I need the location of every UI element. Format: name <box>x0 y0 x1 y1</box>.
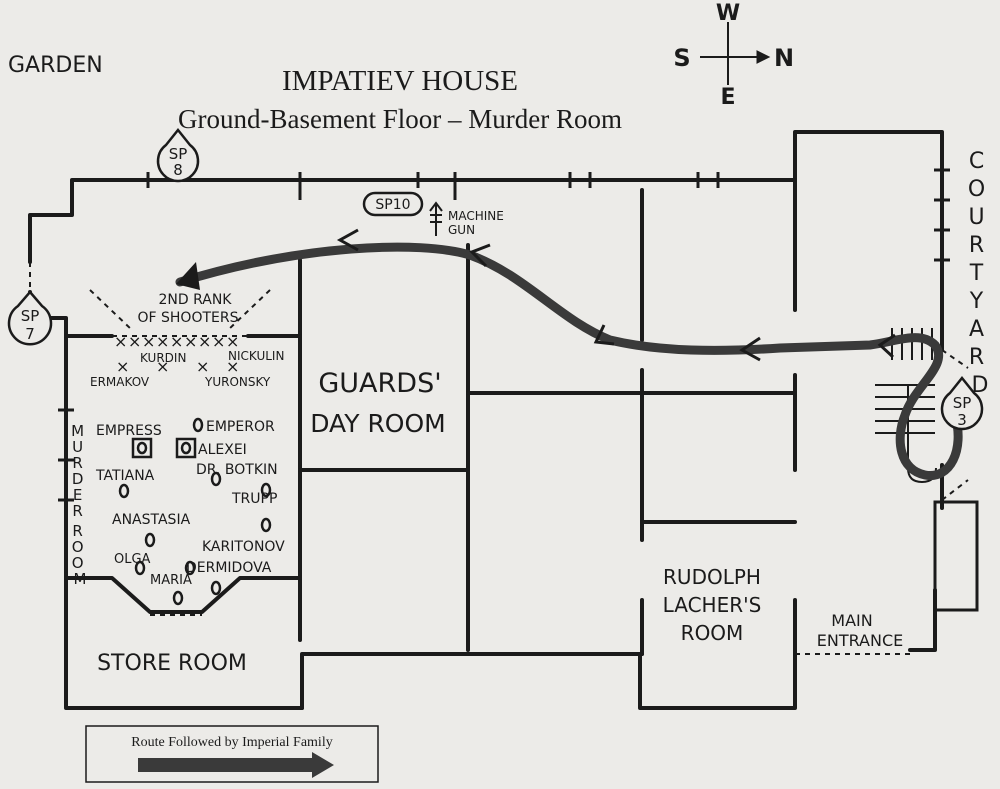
shooter-name: ERMAKOV <box>90 375 150 389</box>
murder-room-letter: R <box>72 502 82 520</box>
victim-name: ANASTASIA <box>112 512 191 528</box>
victim-name: DR. BOTKIN <box>196 462 278 478</box>
murder-room-letter: U <box>72 438 83 456</box>
sp3-line2: 3 <box>957 411 967 429</box>
sp7-marker: SP 7 <box>7 290 53 346</box>
garden-label: GARDEN <box>8 53 103 78</box>
page-title: IMPATIEV HOUSE <box>282 65 518 97</box>
courtyard-letter: U <box>968 205 984 230</box>
shooter-name: NICKULIN <box>228 349 284 363</box>
victim-name: TRUPP <box>231 491 277 507</box>
compass-west: W <box>716 1 740 26</box>
victim-name: KARITONOV <box>202 539 285 555</box>
svg-text:×: × <box>156 332 169 351</box>
interior-walls <box>64 178 969 656</box>
route-arrow-icon <box>176 262 200 290</box>
murder-room-letter: M <box>71 422 84 440</box>
courtyard-letter: R <box>969 345 984 370</box>
wall-ticks <box>58 168 950 502</box>
murder-room-letter: R <box>72 522 82 540</box>
courtyard-letter: C <box>969 149 984 174</box>
svg-text:×: × <box>128 332 141 351</box>
courtyard-letter: R <box>969 233 984 258</box>
svg-text:×: × <box>170 332 183 351</box>
svg-text:×: × <box>114 332 127 351</box>
legend-arrow-icon <box>138 752 334 778</box>
shooter-marks: ××× ××× ××× ×××× <box>114 332 239 376</box>
murder-room-label: M U R D E R R O O M <box>71 422 89 588</box>
courtyard-letter: A <box>969 317 984 342</box>
victim-name: EMPRESS <box>96 423 162 439</box>
victim-name: ALEXEI <box>198 442 247 458</box>
courtyard-letter: D <box>972 373 989 398</box>
courtyard-letter: O <box>968 177 985 202</box>
sp7-line2: 7 <box>25 325 35 343</box>
lacher-room-label-3: ROOM <box>681 621 744 645</box>
svg-text:×: × <box>198 332 211 351</box>
sp3-line1: SP <box>953 394 972 412</box>
svg-text:×: × <box>196 357 209 376</box>
legend-text: Route Followed by Imperial Family <box>131 735 332 750</box>
victim-name: TATIANA <box>95 468 155 484</box>
sp8-marker: SP 8 <box>156 127 200 183</box>
victim-name: MARIA <box>150 573 192 588</box>
guards-room-label-2: DAY ROOM <box>310 409 446 438</box>
courtyard-letter: Y <box>969 289 984 314</box>
svg-text:×: × <box>226 357 239 376</box>
sp8-line2: 8 <box>173 161 183 179</box>
shooter-name: KURDIN <box>140 351 186 365</box>
victim-name: OLGA <box>114 552 151 567</box>
legend: Route Followed by Imperial Family <box>85 725 379 783</box>
sp10-marker: SP10 <box>362 191 424 217</box>
courtyard-letter: T <box>969 261 984 286</box>
lacher-room-label-1: RUDOLPH <box>663 565 761 589</box>
sp7-line1: SP <box>21 307 40 325</box>
murder-room-letter: O <box>72 538 84 556</box>
compass-north: N <box>774 44 794 72</box>
murder-room-letter: M <box>74 570 87 588</box>
victim-name: DERMIDOVA <box>186 560 272 576</box>
machine-gun-label-2: GUN <box>448 223 475 237</box>
svg-text:×: × <box>156 357 169 376</box>
murder-room-letter: O <box>72 554 84 572</box>
store-room-label: STORE ROOM <box>97 651 247 676</box>
victim-name: EMPEROR <box>206 419 275 435</box>
svg-text:×: × <box>142 332 155 351</box>
main-entrance-label-2: ENTRANCE <box>817 631 904 650</box>
compass-south: S <box>673 44 690 72</box>
sp10-label: SP10 <box>375 197 410 213</box>
victim-markers <box>118 417 272 606</box>
sp3-marker: SP 3 <box>940 375 984 431</box>
svg-text:×: × <box>184 332 197 351</box>
shooters-rank-label-2: OF SHOOTERS <box>138 310 239 326</box>
sp8-line1: SP <box>169 145 188 163</box>
main-entrance-label-1: MAIN <box>831 611 872 630</box>
shooters-rank-label-1: 2ND RANK <box>158 292 232 308</box>
murder-room-letter: E <box>73 486 82 504</box>
machine-gun-label-1: MACHINE <box>448 209 504 223</box>
compass: W E S N <box>673 1 794 110</box>
shooter-name: YURONSKY <box>204 375 271 389</box>
courtyard-label: C O U R T Y A R D <box>968 149 992 398</box>
murder-room-letter: D <box>72 470 84 488</box>
svg-text:×: × <box>212 332 225 351</box>
route-path <box>175 228 963 480</box>
murder-room-letter: R <box>72 454 82 472</box>
compass-east: E <box>720 85 735 110</box>
svg-text:×: × <box>116 357 129 376</box>
guards-room-label-1: GUARDS' <box>318 368 441 399</box>
svg-text:×: × <box>226 332 239 351</box>
page-subtitle: Ground-Basement Floor – Murder Room <box>178 104 622 134</box>
lacher-room-label-2: LACHER'S <box>663 593 762 617</box>
machine-gun-icon <box>429 201 443 236</box>
